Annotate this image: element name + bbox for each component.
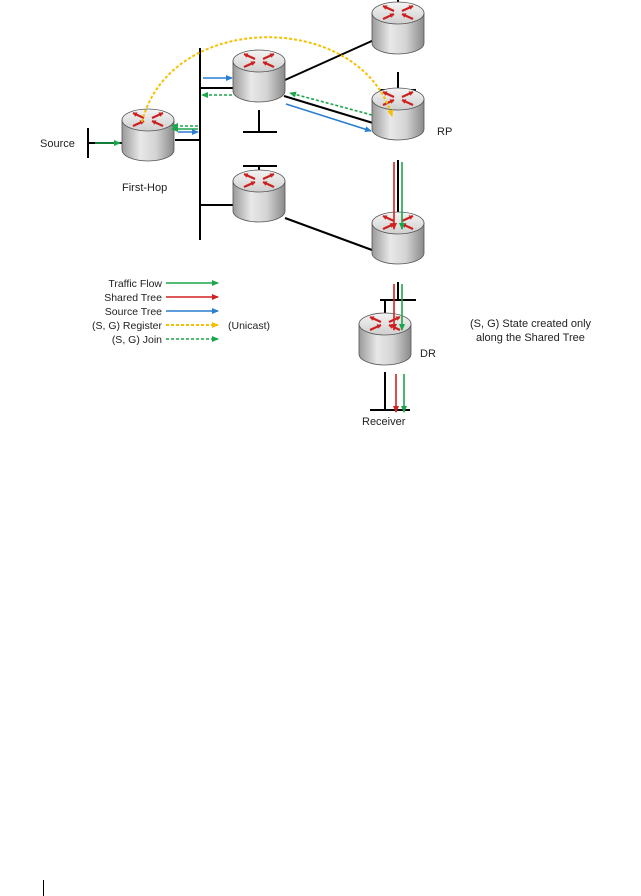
router-icon xyxy=(371,1,425,55)
router-rp xyxy=(371,87,425,141)
router-lower-right xyxy=(371,211,425,265)
label-source: Source xyxy=(40,138,75,150)
legend: Traffic Flow Shared Tree Source Tree (S,… xyxy=(92,278,270,346)
legend-source-tree-label: Source Tree xyxy=(105,306,162,318)
router-icon xyxy=(371,211,425,265)
router-lower-middle xyxy=(232,169,286,223)
page-margin-mark xyxy=(43,880,44,896)
router-icon xyxy=(232,49,286,103)
router-first-hop xyxy=(121,108,175,162)
label-rp: RP xyxy=(437,126,452,138)
router-dr xyxy=(358,312,412,366)
router-icon xyxy=(358,312,412,366)
flow-arrows xyxy=(95,36,407,413)
router-icon xyxy=(371,87,425,141)
note-line-2: along the Shared Tree xyxy=(476,332,585,344)
source-tree-rp-arrow xyxy=(285,103,372,133)
router-icon xyxy=(232,169,286,223)
legend-register-label: (S, G) Register xyxy=(92,320,163,332)
legend-shared-tree-label: Shared Tree xyxy=(104,292,162,304)
label-first-hop: First-Hop xyxy=(122,182,167,194)
legend-unicast-label: (Unicast) xyxy=(228,320,270,332)
register-arc xyxy=(141,36,394,123)
label-dr: DR xyxy=(420,348,436,360)
note-line-1: (S, G) State created only xyxy=(470,318,592,330)
legend-traffic-flow-label: Traffic Flow xyxy=(108,278,162,290)
router-icon xyxy=(121,108,175,162)
legend-join-label: (S, G) Join xyxy=(112,334,162,346)
router-top-middle xyxy=(232,49,286,103)
join-rp-arrow xyxy=(289,91,373,116)
routers xyxy=(121,1,425,366)
router-top-right xyxy=(371,1,425,55)
label-receiver: Receiver xyxy=(362,416,406,428)
